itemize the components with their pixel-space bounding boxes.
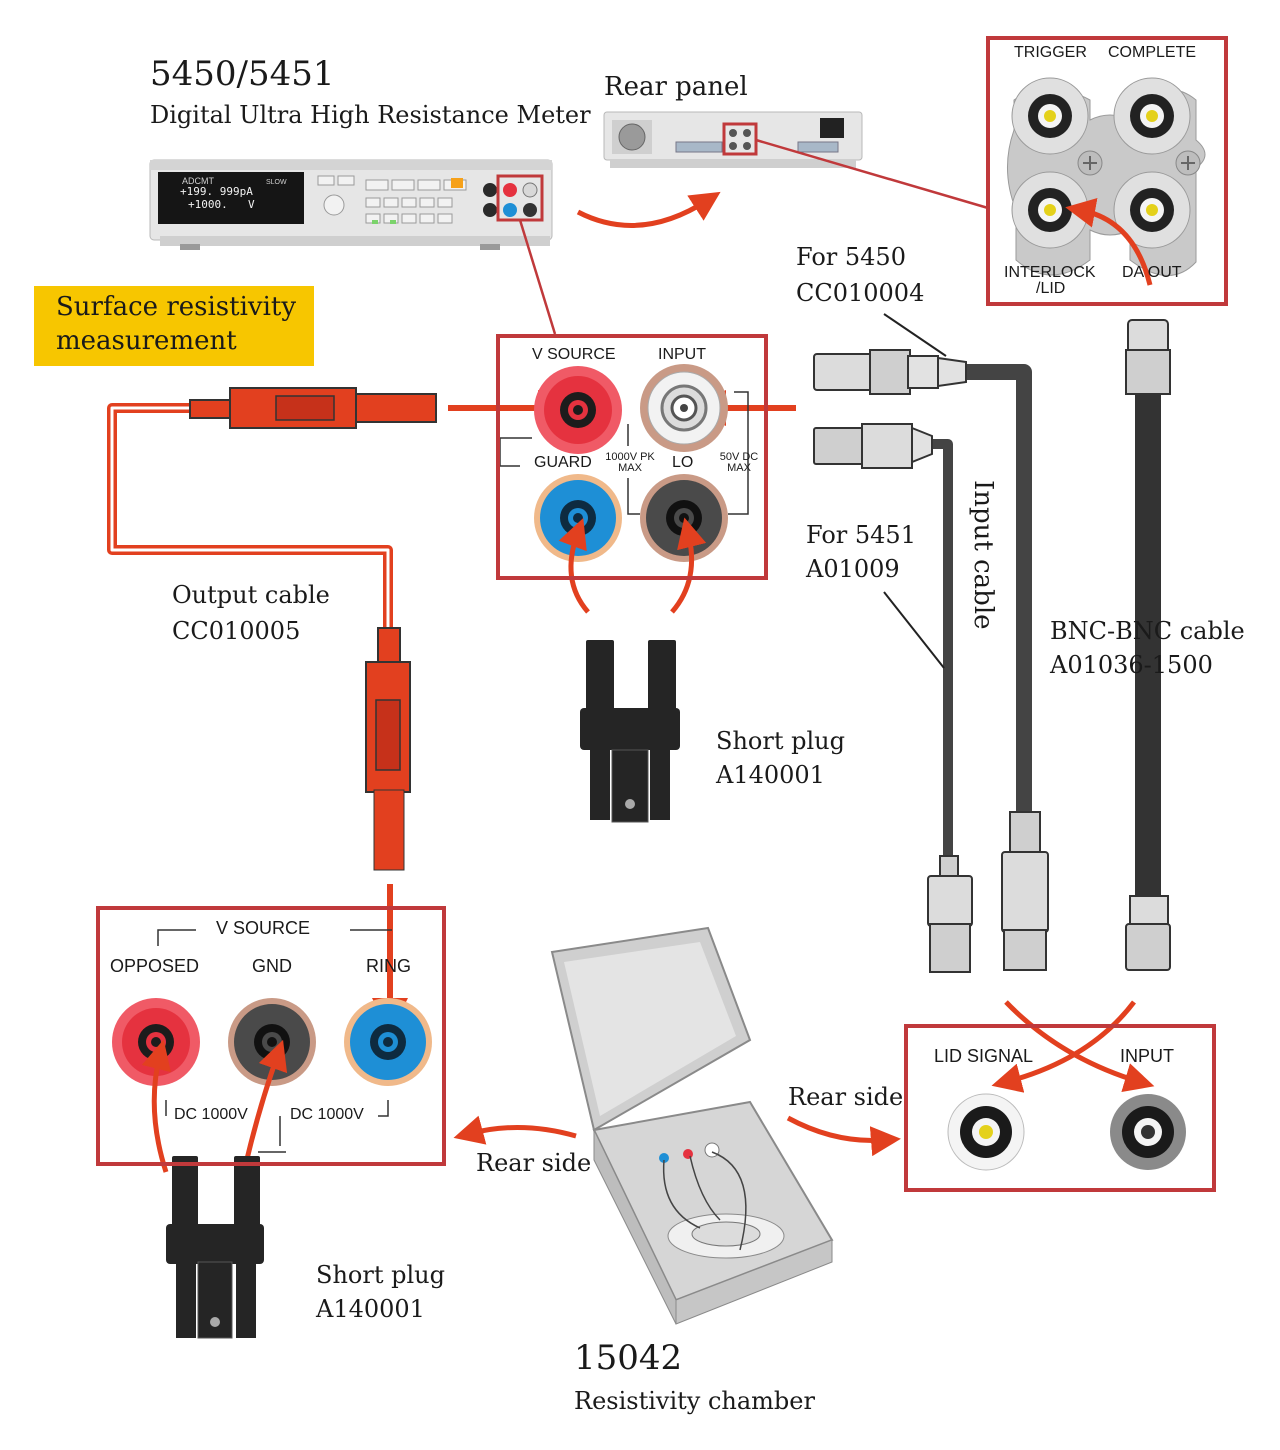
- chamber-ring-label: RING: [366, 956, 411, 976]
- chamber-vsource-label: V SOURCE: [216, 918, 311, 938]
- short-plug-bottom-part: A140001: [316, 1295, 425, 1323]
- interlock-arrow: [1065, 197, 1153, 286]
- rear-side-right-arrow: [786, 1115, 901, 1157]
- chamber-dc-right: DC 1000V: [290, 1106, 364, 1123]
- lid-signal-panel: [904, 1024, 1216, 1192]
- a01009-leader: [883, 591, 945, 669]
- bnc-cable-label: BNC-BNC cable: [1050, 617, 1245, 645]
- chamber-vsource-panel: [96, 906, 446, 1166]
- lid-input-label: INPUT: [1120, 1046, 1174, 1066]
- lid-signal-label: LID SIGNAL: [934, 1046, 1034, 1066]
- short-plug-bottom: [166, 1156, 264, 1339]
- meter-leader-line: [518, 219, 557, 335]
- bnc-cable-part: A01036-1500: [1050, 651, 1213, 679]
- meter-display-unit: V: [248, 198, 255, 211]
- rear-leader-line: [755, 138, 989, 210]
- cable-5450: [813, 349, 1049, 971]
- resistivity-chamber-device: [550, 926, 834, 1325]
- rear-side-left-arrow: [453, 1115, 577, 1145]
- cable-5451: [813, 423, 973, 973]
- meter-device: [149, 159, 553, 250]
- output-cable-part: CC010005: [172, 617, 301, 645]
- chamber-short-arrow-left: [141, 1039, 171, 1173]
- front-input-label: INPUT: [658, 346, 706, 363]
- input-cross-arrow: [1004, 1000, 1155, 1093]
- meter-name: Digital Ultra High Resistance Meter: [150, 101, 591, 129]
- cc010004-leader: [883, 313, 947, 357]
- input-cable-label: Input cable: [968, 480, 998, 630]
- trigger-label: TRIGGER: [1014, 44, 1087, 61]
- lid-label: /LID: [1036, 280, 1066, 297]
- short-plug-top: [580, 640, 680, 823]
- complete-label: COMPLETE: [1108, 44, 1197, 61]
- front-pk-line2: MAX: [618, 462, 642, 474]
- rear-connector-panel: [986, 36, 1228, 306]
- front-dc-line2: MAX: [727, 462, 751, 474]
- chamber-gnd-label: GND: [252, 956, 292, 976]
- front-lo-label: LO: [672, 454, 694, 471]
- to-rear-panel-arrow: [576, 191, 721, 228]
- rear-side-left-label: Rear side: [476, 1149, 592, 1177]
- front-vsource-label: V SOURCE: [532, 346, 616, 363]
- rear-panel-title: Rear panel: [604, 72, 748, 102]
- cable-5450-for: For 5450: [796, 243, 906, 271]
- output-cable: [107, 387, 437, 871]
- meter-brand: ADCMT: [182, 176, 214, 186]
- bnc-bnc-cable: [1125, 319, 1171, 971]
- surface-resistivity-highlight: [34, 286, 314, 366]
- meter-display-line1: +199. 999pA: [180, 185, 253, 198]
- front-panel: [496, 334, 768, 580]
- rear-panel-device: [603, 111, 863, 168]
- short-plug-top-part: A140001: [716, 761, 825, 789]
- front-dc-line1: 50V DC: [719, 451, 759, 463]
- meter-display-tag: SLOW: [266, 179, 287, 186]
- cable-5451-part: A01009: [806, 555, 900, 583]
- rear-connector-jacks: [1007, 77, 1206, 276]
- meter-display-line2: +1000.: [188, 198, 228, 211]
- rear-side-right-label: Rear side: [788, 1083, 904, 1111]
- chamber-model: 15042: [574, 1338, 683, 1378]
- highlight-text-line1: Surface resistivity: [56, 292, 297, 322]
- cable-5451-for: For 5451: [806, 521, 916, 549]
- chamber-name: Resistivity chamber: [574, 1387, 815, 1415]
- cable-5450-part: CC010004: [796, 279, 925, 307]
- lid-cross-arrow: [991, 1000, 1136, 1093]
- da-out-label: DA OUT: [1122, 264, 1182, 281]
- lid-panel-jacks: [947, 1093, 1186, 1171]
- chamber-dc-left: DC 1000V: [174, 1106, 248, 1123]
- short-plug-top-label: Short plug: [716, 727, 845, 755]
- meter-model: 5450/5451: [150, 54, 335, 94]
- output-cable-label: Output cable: [172, 581, 330, 609]
- chamber-opposed-label: OPPOSED: [110, 956, 200, 976]
- front-guard-label: GUARD: [534, 454, 592, 471]
- short-plug-bottom-label: Short plug: [316, 1261, 445, 1289]
- front-pk-line1: 1000V PK: [605, 451, 655, 463]
- highlight-text-line2: measurement: [56, 326, 237, 356]
- interlock-label: INTERLOCK: [1004, 264, 1096, 281]
